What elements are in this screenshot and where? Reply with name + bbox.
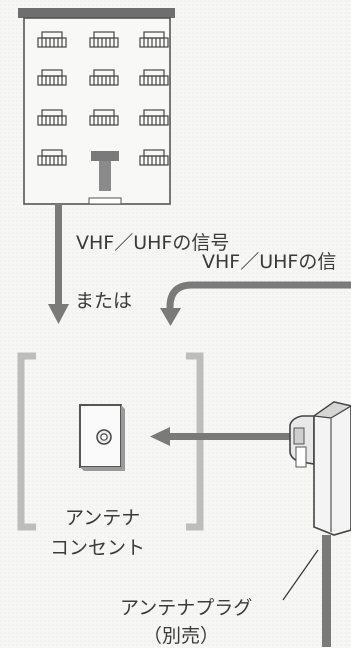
signal-arrow-right [160, 281, 351, 326]
balcony-window-icon [37, 31, 67, 48]
signal-arrow-plug [150, 427, 290, 446]
balcony-window-icon [89, 31, 119, 48]
apartment-building-icon [18, 8, 175, 205]
balcony-window-icon [37, 149, 67, 166]
balcony-window-icon [139, 31, 169, 48]
signal-arrow-building [48, 204, 69, 324]
balcony-window-icon [139, 69, 169, 86]
label-or: または [75, 290, 133, 312]
balcony-window-icon [89, 109, 119, 126]
label-outlet-line1: アンテナ [65, 507, 141, 529]
balcony-window-icon [139, 109, 169, 126]
antenna-outlet-icon [79, 404, 125, 471]
label-plug-line2: （別売） [143, 625, 220, 647]
balcony-window-icon [37, 69, 67, 86]
balcony-window-icon [139, 149, 169, 166]
balcony-window-icon [89, 69, 119, 86]
label-signal-building: VHF／UHFの信号 [76, 232, 230, 254]
label-plug-line1: アンテナプラグ [120, 597, 253, 619]
antenna-plug-icon [282, 401, 351, 647]
label-signal-right: VHF／UHFの信 [202, 251, 337, 273]
label-outlet-line2: コンセント [50, 537, 146, 559]
balcony-window-icon [37, 109, 67, 126]
outlet-bracket [17, 352, 204, 531]
